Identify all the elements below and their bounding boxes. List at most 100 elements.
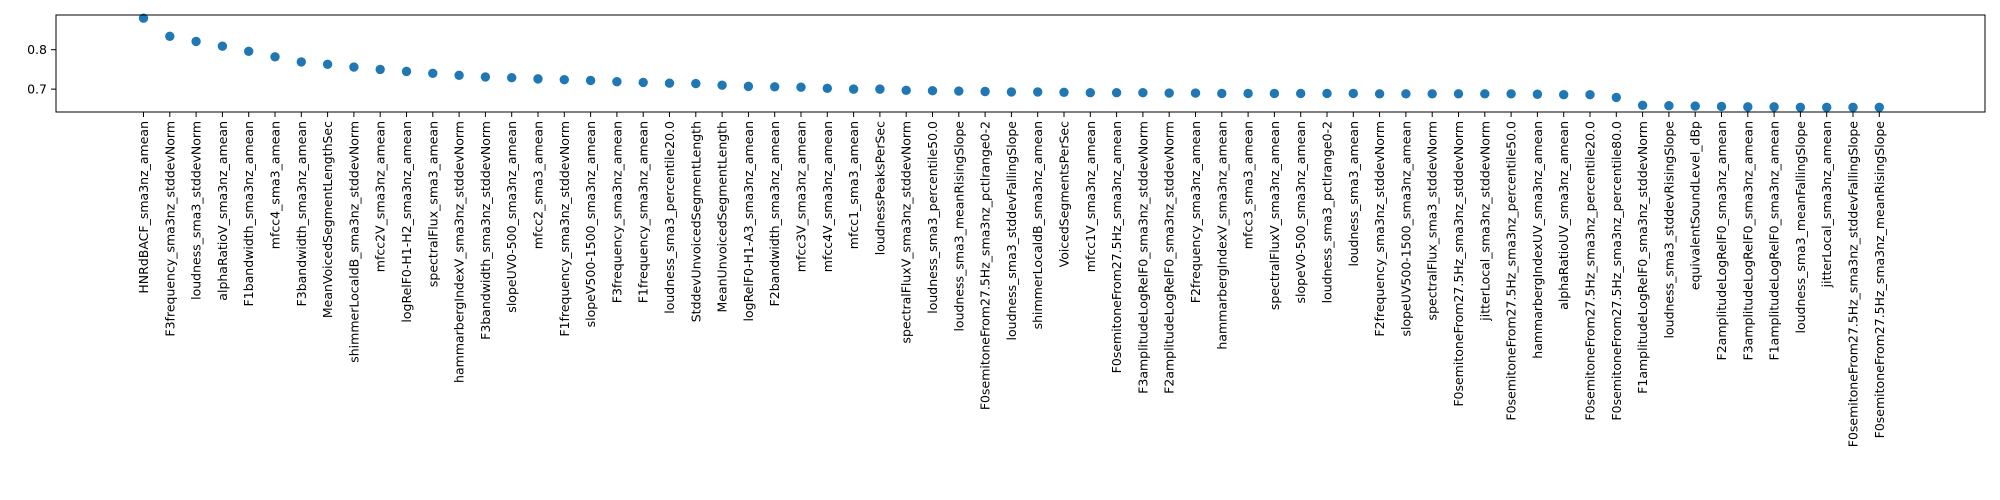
x-tick-label: loudness_sma3_percentile20.0 bbox=[662, 121, 677, 314]
x-tick-label: spectralFlux_sma3_stddevNorm bbox=[1425, 121, 1440, 320]
data-point bbox=[1795, 102, 1806, 112]
data-point bbox=[1190, 88, 1201, 98]
x-tick-label: F3frequency_sma3nz_amean bbox=[609, 121, 624, 303]
data-point bbox=[1664, 100, 1674, 111]
data-point bbox=[1716, 101, 1727, 112]
data-point bbox=[533, 74, 543, 84]
x-tick-label: F3amplitudeLogRelF0_sma3nz_amean bbox=[1740, 121, 1755, 360]
data-point bbox=[296, 57, 306, 67]
x-tick-label: F1amplitudeLogRelF0_sma3nz_amean bbox=[1767, 121, 1782, 360]
x-tick-label: mfcc2V_sma3nz_amean bbox=[373, 121, 388, 272]
data-point bbox=[401, 66, 412, 77]
x-tick-label: alphaRatioV_sma3nz_amean bbox=[215, 121, 230, 301]
x-tick-label: F3amplitudeLogRelF0_sma3nz_stddevNorm bbox=[1135, 121, 1150, 394]
data-point bbox=[1506, 89, 1516, 99]
data-point bbox=[927, 86, 938, 96]
x-tick-label: loudness_sma3_stddevRisingSlope bbox=[1661, 121, 1676, 339]
data-point bbox=[1848, 102, 1858, 112]
data-point bbox=[1164, 88, 1174, 98]
x-tick-label: jitterLocal_sma3nz_stddevNorm bbox=[1477, 121, 1492, 322]
data-point bbox=[1559, 89, 1569, 100]
axes-frame bbox=[55, 14, 1986, 113]
data-point bbox=[244, 46, 254, 56]
x-tick-label: F1frequency_sma3nz_amean bbox=[636, 121, 651, 303]
x-tick-label: hammarbergIndexUV_sma3nz_amean bbox=[1530, 121, 1545, 359]
data-point bbox=[585, 75, 596, 86]
x-tick-label: mfcc2_sma3_amean bbox=[531, 121, 546, 249]
x-tick-label: shimmerLocaldB_sma3nz_stddevNorm bbox=[346, 121, 361, 363]
x-tick-label: slopeUV500-1500_sma3nz_amean bbox=[1398, 121, 1413, 337]
x-tick-label: mfcc1V_sma3nz_amean bbox=[1083, 121, 1098, 272]
data-point bbox=[901, 85, 911, 96]
x-tick-label: VoicedSegmentsPerSec bbox=[1057, 121, 1072, 268]
data-point bbox=[1059, 87, 1069, 97]
data-point bbox=[1322, 88, 1332, 99]
x-tick-label: F0semitoneFrom27.5Hz_sma3nz_stddevFallin… bbox=[1846, 121, 1861, 448]
data-point bbox=[191, 36, 201, 47]
x-tick-label: F0semitoneFrom27.5Hz_sma3nz_percentile20… bbox=[1583, 121, 1598, 421]
x-tick-label: HNRdBACF_sma3nz_amean bbox=[136, 121, 151, 294]
x-tick-label: F0semitoneFrom27.5Hz_sma3nz_meanRisingSl… bbox=[1872, 121, 1887, 439]
x-tick-label: MeanUnvoicedSegmentLength bbox=[715, 121, 730, 313]
data-point bbox=[1401, 89, 1411, 99]
y-tick-label: 0.7 bbox=[27, 82, 47, 97]
x-tick-label: F3frequency_sma3nz_stddevNorm bbox=[162, 121, 177, 337]
x-tick-label: StddevUnvoicedSegmentLength bbox=[688, 121, 703, 322]
x-tick-label: F2frequency_sma3nz_amean bbox=[1188, 121, 1203, 303]
data-point bbox=[138, 13, 149, 23]
data-point bbox=[1874, 102, 1885, 112]
data-point bbox=[270, 52, 280, 62]
x-tick-label: mfcc4_sma3_amean bbox=[268, 121, 283, 249]
data-point bbox=[822, 83, 832, 94]
data-point bbox=[559, 74, 569, 85]
data-point bbox=[454, 70, 464, 81]
data-point bbox=[1637, 100, 1648, 110]
y-axis: 0.7 0.8 bbox=[27, 42, 56, 97]
x-tick-label: mfcc4V_sma3nz_amean bbox=[820, 121, 835, 272]
data-point bbox=[1822, 102, 1832, 112]
data-point bbox=[1585, 89, 1595, 100]
data-point bbox=[717, 80, 727, 90]
data-point bbox=[743, 81, 754, 92]
data-point bbox=[217, 41, 228, 51]
x-tick-label: loudness_sma3_stddevFallingSlope bbox=[1004, 121, 1019, 341]
x-tick-label: mfcc1_sma3_amean bbox=[846, 121, 861, 249]
x-tick-label: F0semitoneFrom27.5Hz_sma3nz_percentile80… bbox=[1609, 121, 1624, 421]
x-tick-label: mfcc3V_sma3nz_amean bbox=[794, 121, 809, 272]
x-tick-label: slopeV0-500_sma3nz_amean bbox=[1293, 121, 1308, 304]
data-point bbox=[507, 72, 517, 83]
x-tick-label: equivalentSoundLevel_dBp bbox=[1688, 121, 1703, 290]
data-point bbox=[691, 78, 701, 89]
data-point bbox=[322, 59, 333, 69]
x-tick-label: F0semitoneFrom27.5Hz_sma3nz_pctlrange0-2 bbox=[978, 121, 993, 410]
x-tick-label: slopeUV0-500_sma3nz_amean bbox=[504, 121, 519, 313]
data-point bbox=[638, 77, 648, 88]
x-tick-label: loudness_sma3_meanRisingSlope bbox=[951, 121, 966, 332]
x-tick-label: MeanVoicedSegmentLengthSec bbox=[320, 121, 335, 318]
data-point bbox=[428, 68, 438, 79]
x-tick-label: spectralFlux_sma3_amean bbox=[425, 121, 440, 287]
data-point bbox=[612, 76, 622, 87]
data-point bbox=[1269, 88, 1280, 99]
x-tick-label: F0semitoneFrom27.5Hz_sma3nz_stddevNorm bbox=[1451, 121, 1466, 407]
x-tick-label: F0semitoneFrom27.5Hz_sma3nz_amean bbox=[1109, 121, 1124, 373]
data-point bbox=[848, 84, 859, 94]
x-tick-label: spectralFluxV_sma3nz_stddevNorm bbox=[899, 121, 914, 343]
data-point bbox=[1006, 87, 1017, 97]
x-tick-label: spectralFluxV_sma3nz_amean bbox=[1267, 121, 1282, 310]
data-point bbox=[1532, 89, 1543, 99]
data-point bbox=[1138, 87, 1148, 98]
x-tick-label: mfcc3_sma3_amean bbox=[1241, 121, 1256, 249]
data-point bbox=[1769, 102, 1779, 112]
x-tick-label: jitterLocal_sma3nz_amean bbox=[1819, 121, 1834, 288]
data-point bbox=[349, 62, 359, 72]
data-point bbox=[1243, 88, 1253, 99]
y-tick-label: 0.8 bbox=[27, 42, 47, 57]
data-point bbox=[1427, 89, 1437, 99]
x-tick-label: loudness_sma3_stddevNorm bbox=[189, 121, 204, 300]
x-tick-label: slopeV500-1500_sma3nz_amean bbox=[583, 121, 598, 327]
data-point bbox=[954, 86, 964, 96]
x-tick-label: loudness_sma3_amean bbox=[1346, 121, 1361, 267]
x-tick-label: logRelF0-H1-H2_sma3nz_amean bbox=[399, 121, 414, 323]
